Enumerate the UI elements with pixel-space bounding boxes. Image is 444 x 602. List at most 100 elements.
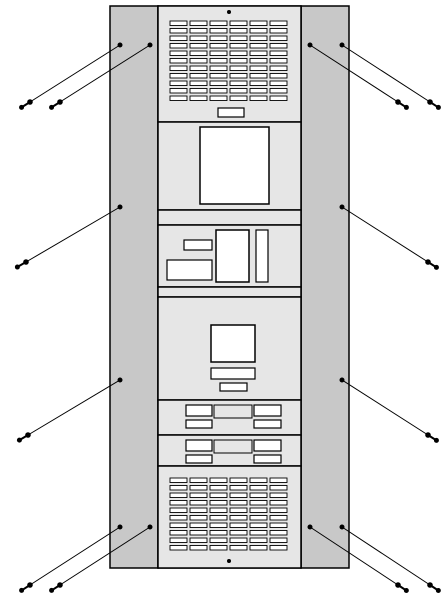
vent-slot	[229, 530, 248, 536]
vent-slot	[189, 500, 208, 506]
vent-slot	[209, 485, 228, 491]
right-side-panel	[300, 5, 350, 569]
vent-slot	[189, 20, 208, 26]
vent-slot	[209, 522, 228, 528]
vent-slot	[229, 522, 248, 528]
vent-slot	[189, 507, 208, 513]
vent-slot	[169, 485, 188, 491]
display-window	[199, 126, 270, 205]
screw-head-icon	[14, 264, 20, 270]
vent-slot	[169, 20, 188, 26]
vent-slot	[269, 28, 288, 34]
vent-slot	[209, 515, 228, 521]
vent-slot	[169, 522, 188, 528]
vent-slot	[169, 492, 188, 498]
vent-slot	[169, 95, 188, 101]
screw-head-icon	[19, 104, 25, 110]
vent-slot	[209, 530, 228, 536]
vent-slot	[249, 50, 268, 56]
vent-slot	[229, 515, 248, 521]
vent-slot	[269, 73, 288, 79]
vent-slot	[229, 507, 248, 513]
vent-slot	[269, 95, 288, 101]
vent-slot	[269, 50, 288, 56]
vent-slot	[189, 492, 208, 498]
vent-slot	[229, 485, 248, 491]
vertical-meter	[255, 229, 269, 283]
vent-slot	[209, 73, 228, 79]
vent-slot	[169, 507, 188, 513]
screw-head-icon	[433, 264, 439, 270]
vent-slot	[249, 28, 268, 34]
vent-slot	[269, 58, 288, 64]
vent-slot	[189, 28, 208, 34]
vent-slot	[269, 477, 288, 483]
vent-slot	[189, 545, 208, 551]
mount-hole	[227, 559, 231, 563]
bottom-vent-section	[157, 465, 302, 569]
vent-slot	[189, 73, 208, 79]
vent-slot	[249, 73, 268, 79]
vent-slot	[229, 73, 248, 79]
vent-slot	[249, 80, 268, 86]
vent-slot	[169, 500, 188, 506]
vent-slot	[249, 492, 268, 498]
vent-slot	[249, 507, 268, 513]
vent-slot	[189, 80, 208, 86]
vent-slot	[189, 50, 208, 56]
vent-slot	[269, 522, 288, 528]
screw-head-icon	[433, 437, 439, 443]
vent-slot	[229, 58, 248, 64]
vent-slot	[269, 537, 288, 543]
monitor-button	[219, 382, 248, 392]
vent-slot	[189, 485, 208, 491]
screw-leader-line	[29, 526, 121, 586]
screw-leader-line	[59, 44, 151, 103]
vent-slot	[169, 477, 188, 483]
vent-slot	[229, 88, 248, 94]
vent-slot	[169, 515, 188, 521]
vent-slot	[269, 485, 288, 491]
monitor-screen	[210, 324, 256, 363]
handle-slot	[217, 107, 245, 118]
vent-slot	[249, 545, 268, 551]
vent-slot	[189, 65, 208, 71]
vent-slot	[269, 65, 288, 71]
screw-leader-line	[341, 379, 429, 436]
vent-slot	[249, 20, 268, 26]
vent-slot	[209, 65, 228, 71]
display-module	[157, 121, 302, 211]
vent-slot	[249, 537, 268, 543]
vent-slot	[249, 500, 268, 506]
vent-slot	[209, 35, 228, 41]
top-vent-section	[157, 5, 302, 123]
vent-slot	[189, 530, 208, 536]
drawer-unit-2	[157, 434, 302, 467]
vent-slot	[269, 492, 288, 498]
vent-grille	[169, 20, 288, 101]
vent-slot	[169, 545, 188, 551]
vent-slot	[169, 537, 188, 543]
monitor-label-strip	[210, 367, 256, 380]
vent-slot	[249, 88, 268, 94]
vent-slot	[169, 35, 188, 41]
vent-slot	[229, 80, 248, 86]
screw-leader-line	[29, 44, 121, 103]
screw-head-icon	[403, 588, 409, 594]
vent-slot	[229, 492, 248, 498]
vent-slot	[269, 500, 288, 506]
control-panel-window	[215, 229, 250, 283]
label-plate	[166, 259, 213, 281]
screw-head-icon	[435, 104, 441, 110]
vent-slot	[269, 545, 288, 551]
vent-slot	[209, 500, 228, 506]
vent-slot	[169, 28, 188, 34]
vent-slot	[209, 20, 228, 26]
vent-slot	[209, 88, 228, 94]
blank-spacer	[157, 209, 302, 226]
vent-slot	[269, 20, 288, 26]
vent-slot	[269, 530, 288, 536]
vent-slot	[269, 35, 288, 41]
vent-slot	[229, 500, 248, 506]
